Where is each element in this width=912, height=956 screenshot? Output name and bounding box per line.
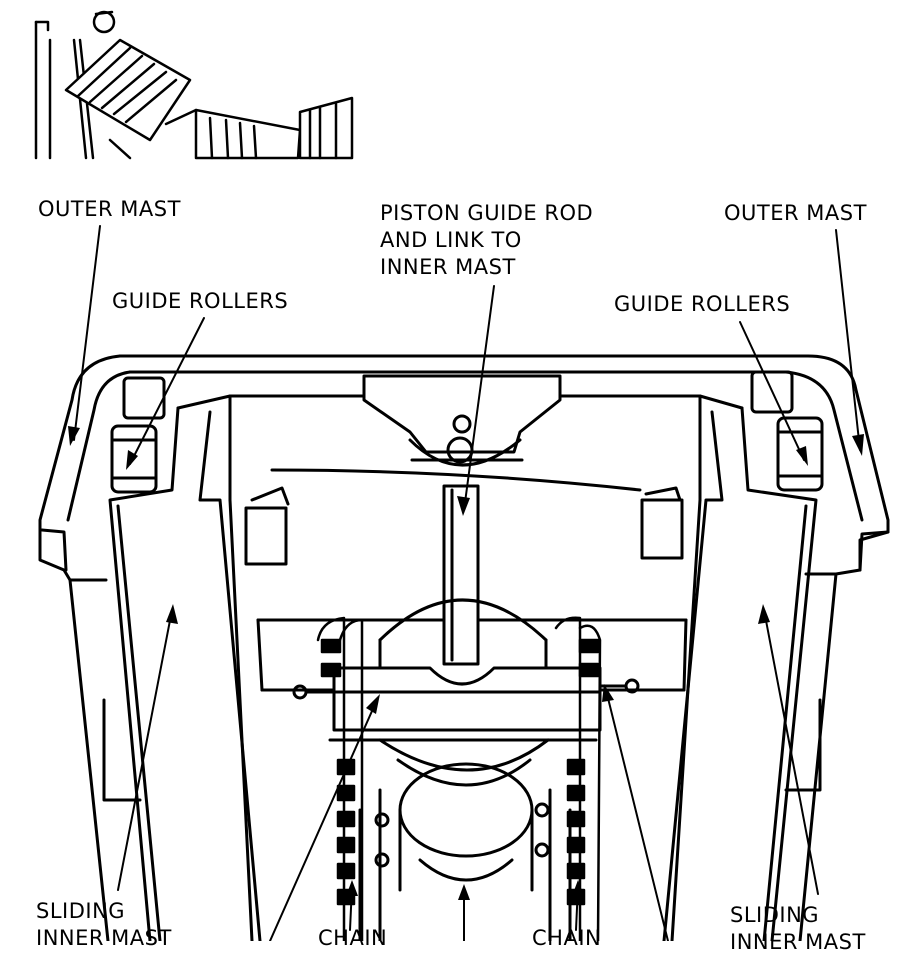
arrow-cylinder xyxy=(458,884,470,900)
arrow-outer-mast-left xyxy=(68,426,80,446)
crosshead xyxy=(292,666,640,742)
label-guide-rollers-right: GUIDE ROLLERS xyxy=(614,292,791,316)
leader-sliding-right xyxy=(763,609,819,895)
arrow-sliding-right xyxy=(758,604,770,624)
mast-brackets xyxy=(244,486,684,566)
label-sliding-inner-mast-left-line2: INNER MAST xyxy=(36,926,172,950)
arrow-guide-rollers-left xyxy=(126,450,138,470)
label-sliding-inner-mast-left-line1: SLIDING xyxy=(36,899,126,923)
leader-right-chain-link xyxy=(605,689,669,941)
arrowheads xyxy=(68,426,864,900)
arrow-guide-rollers-right xyxy=(796,446,808,466)
leader-piston-guide xyxy=(463,285,495,511)
arrow-right-chain-link xyxy=(602,684,614,702)
label-piston-guide-line3: INNER MAST xyxy=(380,255,516,279)
inset-illustration xyxy=(34,10,354,160)
arrow-crosshead xyxy=(366,694,380,714)
cylinder-base xyxy=(358,738,572,941)
label-sliding-inner-mast-right-line2: INNER MAST xyxy=(730,930,866,954)
leader-guide-rollers-left xyxy=(129,317,205,465)
label-piston-guide-line1: PISTON GUIDE ROD xyxy=(380,201,594,225)
arrow-chain-left xyxy=(346,880,358,896)
piston-assembly xyxy=(362,374,562,672)
label-sliding-inner-mast-right-line1: SLIDING xyxy=(730,903,820,927)
leader-sliding-left xyxy=(117,609,173,891)
label-guide-rollers-left: GUIDE ROLLERS xyxy=(112,289,289,313)
inner-mast xyxy=(108,394,818,941)
label-outer-mast-left: OUTER MAST xyxy=(38,197,181,221)
arrow-sliding-left xyxy=(166,604,178,624)
chain-left xyxy=(316,616,364,941)
leader-outer-mast-left xyxy=(73,225,101,441)
arrow-outer-mast-right xyxy=(852,434,864,456)
chain-right xyxy=(554,616,602,941)
leader-lines xyxy=(73,225,861,941)
leader-crosshead xyxy=(269,701,377,941)
label-chain-left: CHAIN xyxy=(318,926,388,950)
label-outer-mast-right: OUTER MAST xyxy=(724,201,867,225)
arrow-chain-right xyxy=(572,880,584,896)
label-chain-right: CHAIN xyxy=(532,926,602,950)
arrow-piston-guide xyxy=(457,496,470,516)
label-piston-guide-line2: AND LINK TO xyxy=(380,228,522,252)
leader-guide-rollers-right xyxy=(739,321,805,461)
leader-outer-mast-right xyxy=(835,229,861,451)
